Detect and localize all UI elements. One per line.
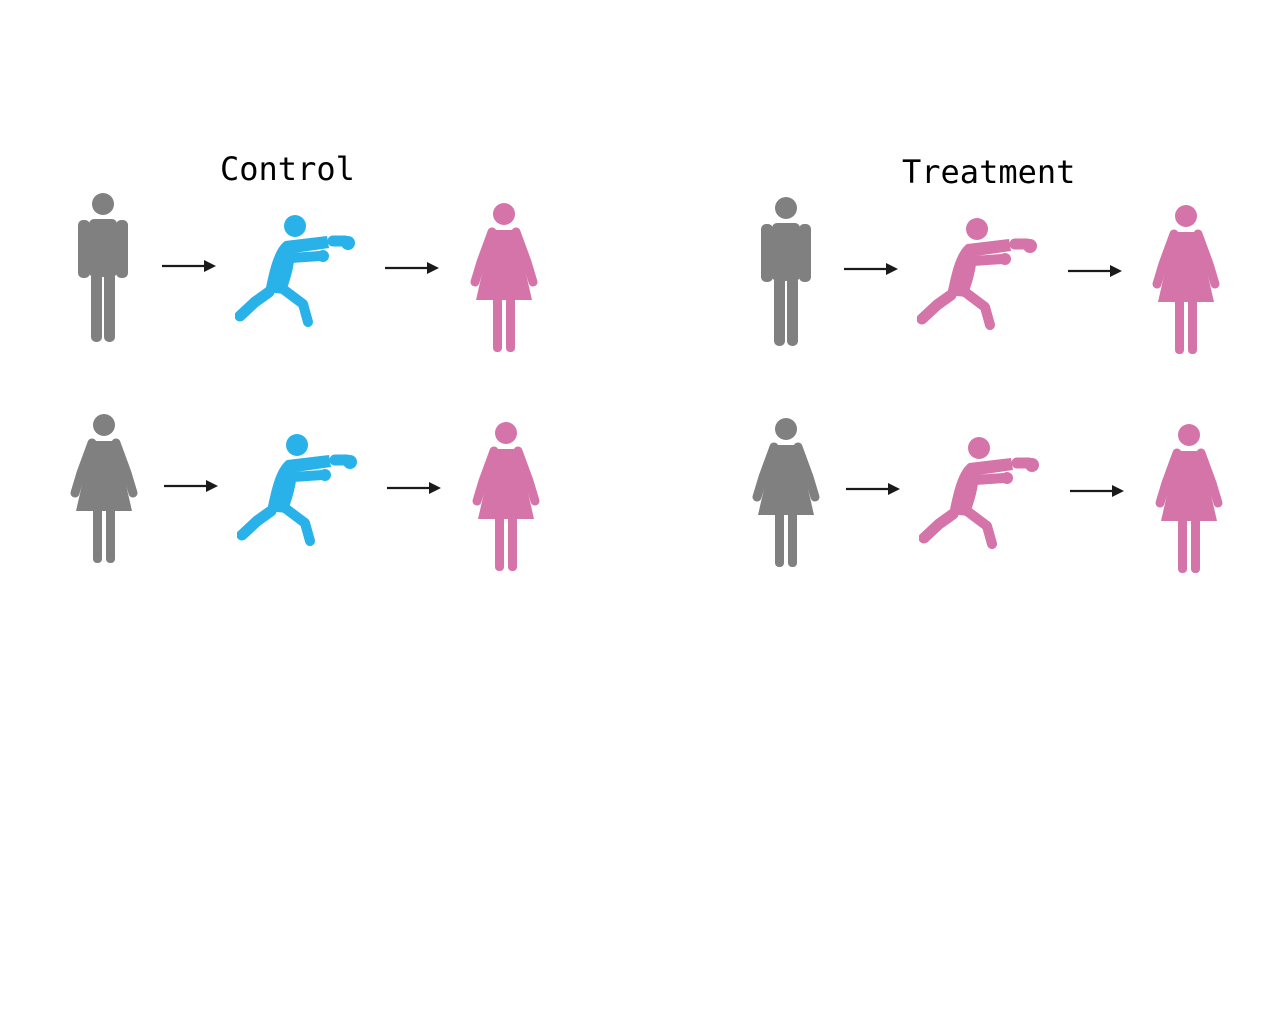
right-arrow-icon (1068, 483, 1128, 499)
right-arrow-icon (844, 481, 904, 497)
right-arrow-icon (383, 260, 443, 276)
man-icon (746, 196, 826, 356)
right-arrow-icon (162, 478, 222, 494)
right-arrow-icon (842, 261, 902, 277)
woman-icon (64, 413, 144, 573)
woman-icon (464, 202, 544, 362)
right-arrow-icon (160, 258, 220, 274)
woman-icon (1149, 423, 1229, 583)
group-title-control: Control (220, 150, 355, 188)
woman-icon (1146, 204, 1226, 364)
man-icon (63, 192, 143, 352)
woman-icon (746, 417, 826, 577)
right-arrow-icon (1066, 263, 1126, 279)
boxer-icon (919, 436, 1039, 556)
group-title-treatment: Treatment (902, 153, 1076, 191)
woman-icon (466, 421, 546, 581)
boxer-icon (235, 214, 355, 334)
boxer-icon (237, 433, 357, 553)
right-arrow-icon (385, 480, 445, 496)
boxer-icon (917, 217, 1037, 337)
